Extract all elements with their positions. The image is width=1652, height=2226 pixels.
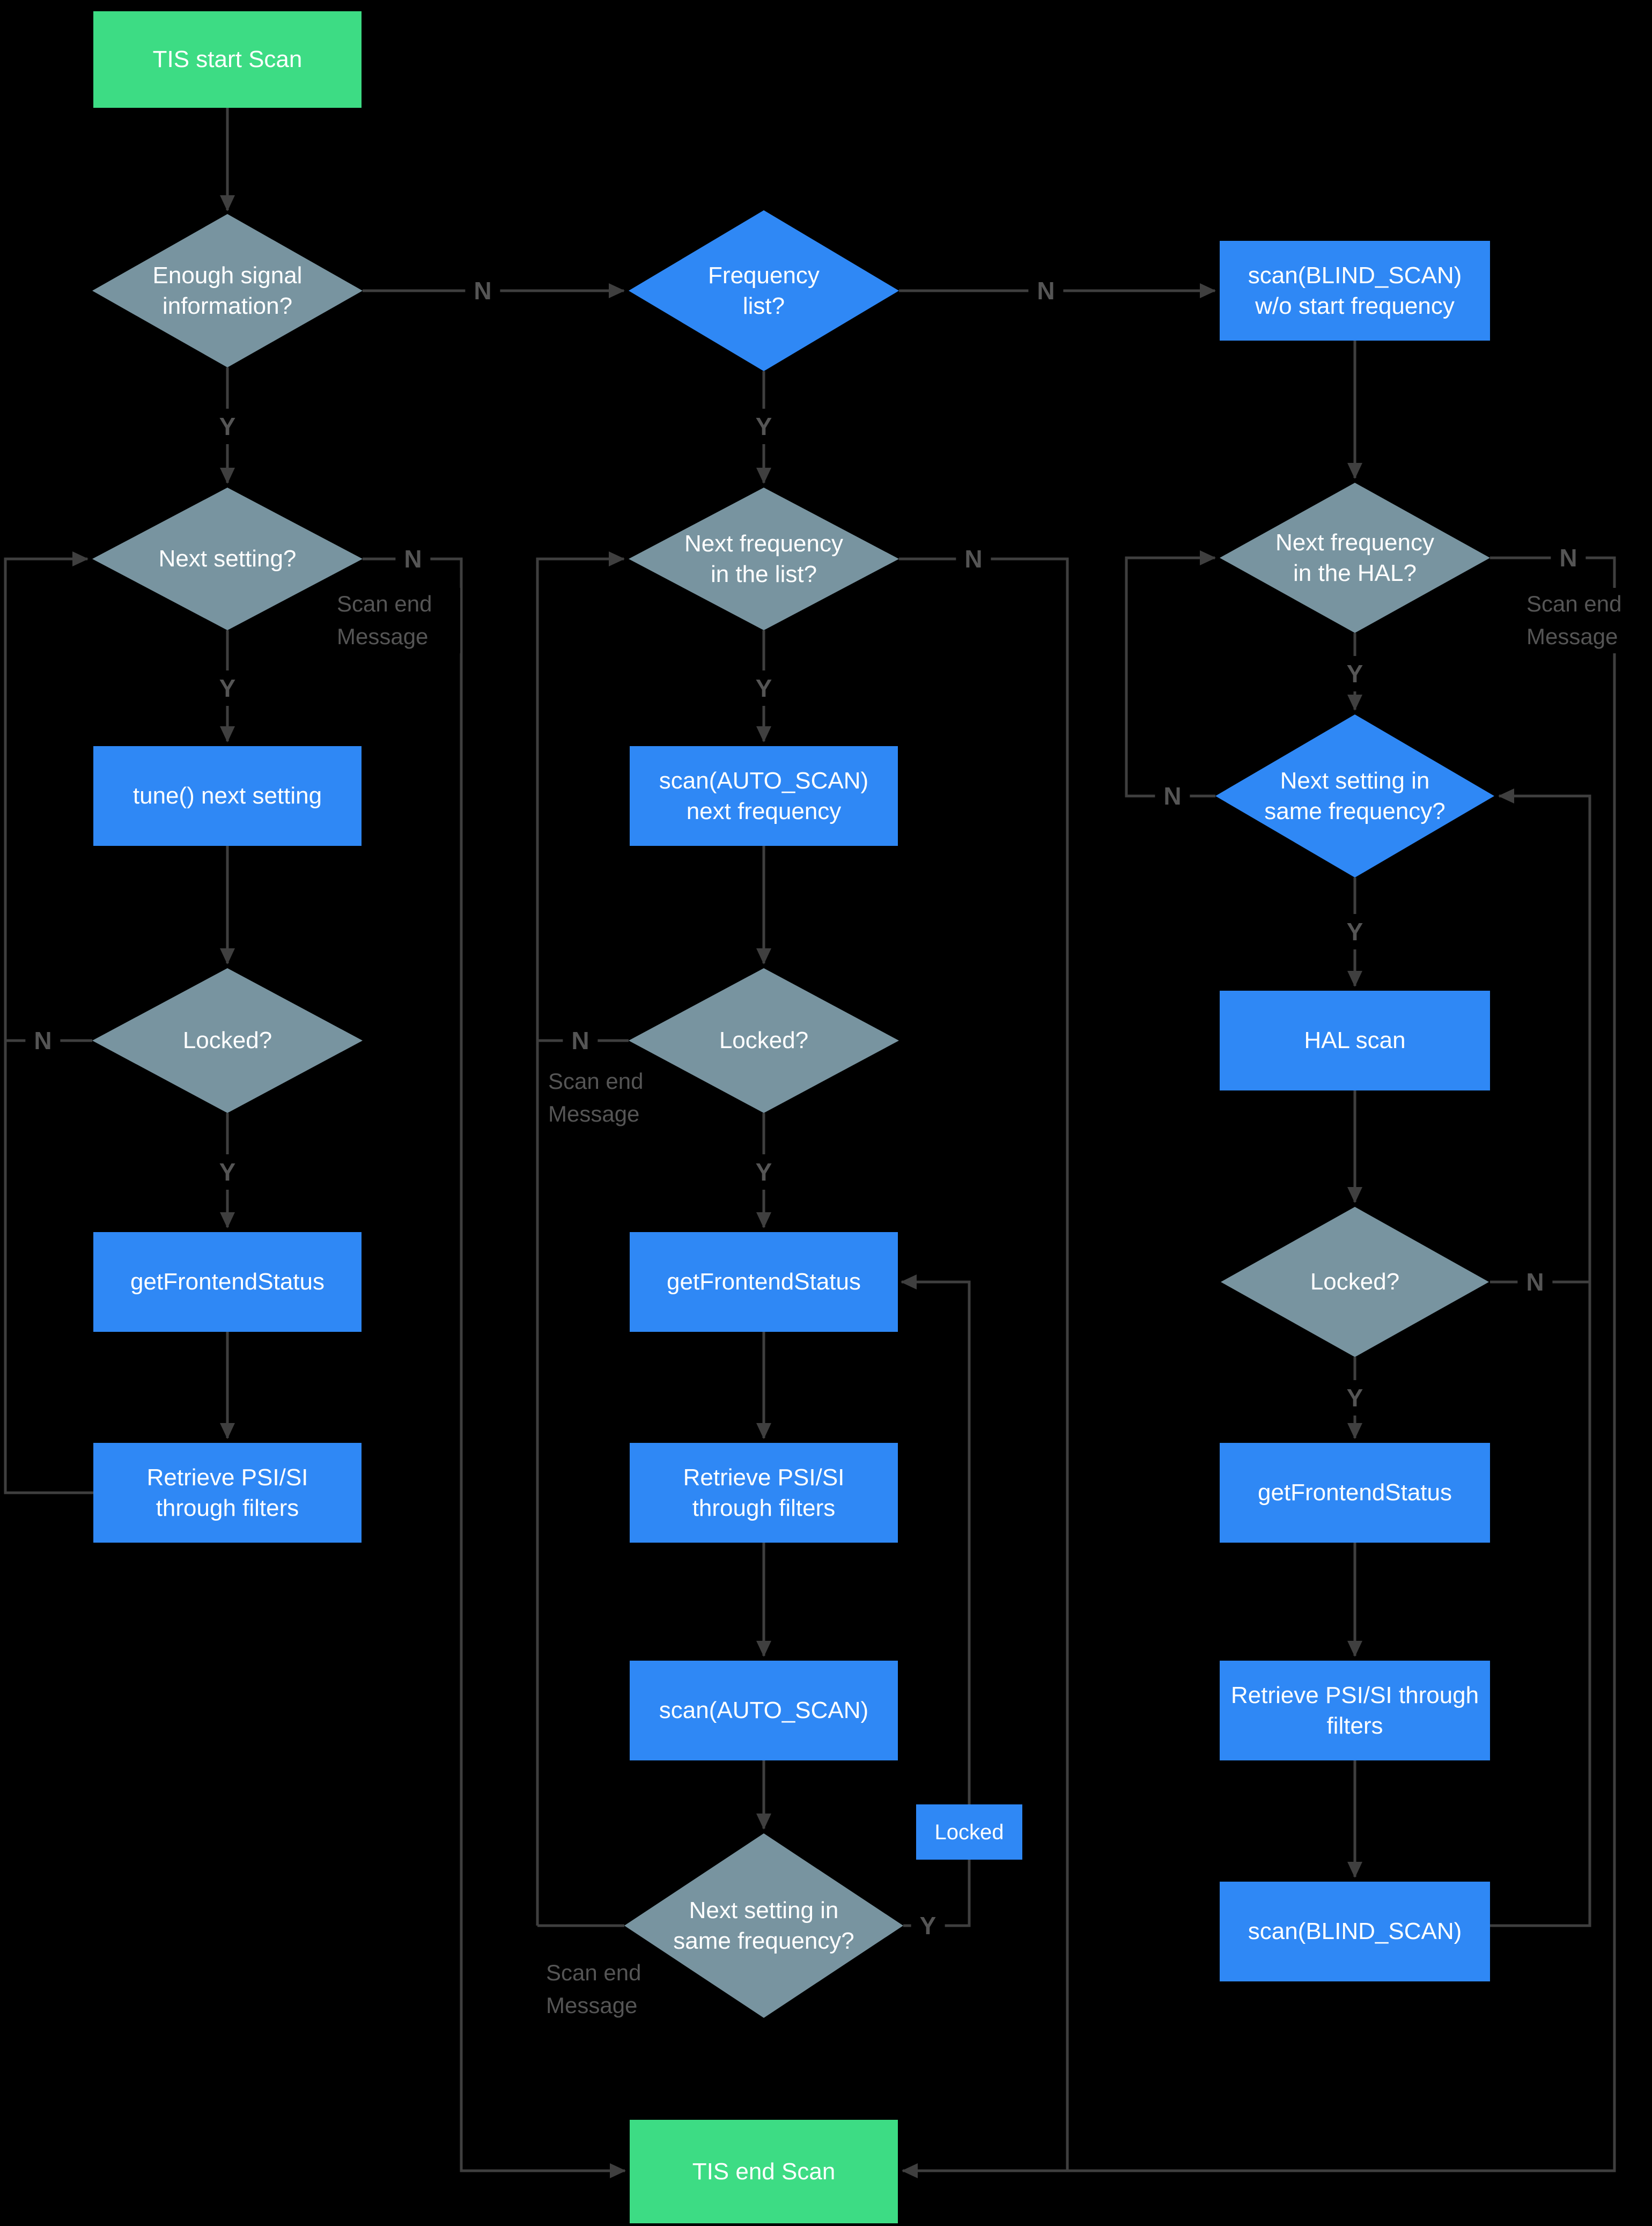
node-scan-blind-wo-shape [1220, 241, 1490, 341]
edge-next-freq-list-n-to-end [899, 557, 1069, 2171]
edge-label-n-enough-signal: N [465, 273, 500, 308]
edge-label-n-next-freq-hal: N [1551, 540, 1586, 576]
edge-label-n-locked1: N [25, 1023, 61, 1058]
scan-end-message-locked2: Scan end Message [548, 1065, 672, 1131]
node-locked-tag-shape [916, 1804, 1022, 1860]
node-next-freq-hal-shape [1220, 483, 1490, 633]
node-retrieve2-shape [630, 1443, 898, 1543]
edge-label-n-next-setting: N [395, 541, 431, 577]
edge-label-y-next-freq-hal: Y [1338, 656, 1372, 691]
edge-label-y-next-setting: Y [210, 670, 245, 706]
edge-label-y-next-freq-list: Y [747, 670, 781, 706]
scan-end-message-next-setting: Scan end Message [337, 588, 460, 653]
edge-scan-blind-loop-to-next-setting-same-hal [1490, 788, 1591, 1927]
node-locked3-shape [1221, 1207, 1489, 1357]
node-retrieve3-shape [1220, 1661, 1490, 1760]
edge-label-n-next-freq-list: N [956, 541, 991, 577]
edge-label-y-locked3: Y [1338, 1380, 1372, 1416]
edge-label-n-next-setting-same-hal: N [1155, 778, 1190, 814]
node-next-setting-same-hal-shape [1215, 714, 1494, 878]
edge-label-y-enough-signal: Y [210, 409, 245, 444]
node-enough-signal-shape [92, 214, 363, 367]
edge-label-y-locked2: Y [747, 1154, 781, 1190]
node-next-freq-list-shape [629, 488, 899, 630]
node-hal-scan-shape [1220, 991, 1490, 1090]
node-scan-auto-shape [630, 1661, 898, 1760]
nodes [92, 11, 1494, 2223]
scan-end-message-next-setting-same-list: Scan end Message [546, 1957, 669, 2022]
node-frequency-list-shape [629, 210, 899, 371]
edge-label-n-frequency-list: N [1028, 273, 1064, 308]
node-locked2-shape [629, 968, 899, 1113]
edge-label-y-next-setting-same-hal: Y [1338, 914, 1372, 949]
node-getfe3-shape [1220, 1443, 1490, 1543]
node-start-shape [93, 11, 362, 108]
node-retrieve1-shape [93, 1443, 362, 1543]
node-locked1-shape [92, 968, 363, 1113]
node-scan-auto-next-shape [630, 746, 898, 846]
node-next-setting-same-list-shape [624, 1833, 903, 2018]
edge-loop-to-next-freq-list [536, 551, 625, 1926]
node-end-shape [630, 2120, 898, 2223]
node-next-setting-shape [92, 488, 363, 630]
node-getfe1-shape [93, 1232, 362, 1332]
edge-retrieve1-loop-to-next-setting [4, 551, 93, 1494]
node-tune-next-shape [93, 746, 362, 846]
edge-label-n-locked2: N [563, 1023, 598, 1058]
edge-label-y-frequency-list: Y [747, 409, 781, 444]
node-scan-blind-shape [1220, 1882, 1490, 1981]
edge-label-y-locked1: Y [210, 1154, 245, 1190]
edge-next-setting-same-hal-n-to-next-freq-hal [1125, 550, 1216, 798]
scan-end-message-next-freq-hal: Scan end Message [1526, 588, 1650, 653]
edge-next-setting-n-to-end [363, 557, 626, 2178]
node-getfe2-shape [630, 1232, 898, 1332]
edges [4, 108, 1616, 2178]
edge-label-y-next-setting-same-list: Y [911, 1908, 945, 1943]
edge-label-n-locked3: N [1517, 1264, 1553, 1300]
